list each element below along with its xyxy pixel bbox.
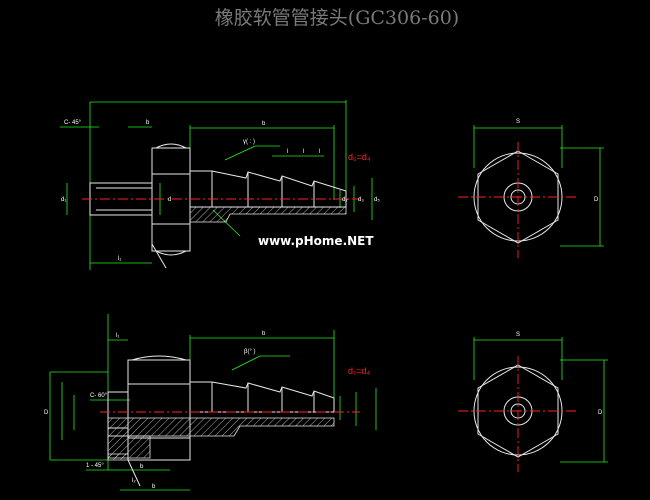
l-label-a: l (287, 149, 288, 155)
bottom-D-label: D (598, 410, 603, 416)
top-angle-label: γ( : ) (243, 139, 255, 145)
bottom-side-view (49, 314, 377, 491)
d5-label: d₅ (374, 197, 380, 203)
d-label: d (168, 197, 171, 203)
top-end-view (458, 125, 604, 258)
bottom-end-view (458, 337, 608, 472)
b-low2-label: b (152, 484, 156, 490)
b-small-label: b (146, 120, 150, 126)
top-s-label: S (516, 119, 520, 125)
bottom-chamfer-label: C- 60° (90, 393, 108, 399)
top-D-label: D (594, 197, 599, 203)
drawing-title: 橡胶软管管接头(GC306-60) (215, 7, 459, 29)
D1-label: D (44, 410, 49, 416)
bottom-b-label: b (262, 331, 266, 337)
l-label-b: l (303, 149, 304, 155)
top-chamfer-label: C- 45° (64, 120, 82, 126)
bottom-angle-label: β(° ) (244, 349, 256, 355)
bottom-diameter-equality: d₇=d₄ (348, 366, 370, 376)
top-side-view (60, 100, 373, 270)
bottom-l1-label: l₁ (116, 333, 119, 339)
top-diameter-equality: d₆=d₄ (348, 152, 371, 162)
bottom-s-label: S (516, 332, 520, 338)
low-chamfer-label: 1 - 45° (86, 463, 104, 469)
d3-label: d₃ (358, 197, 364, 203)
top-l1-label: l₁ (118, 256, 121, 262)
top-b-label: b (262, 121, 266, 127)
b-low1-label: b (140, 464, 144, 470)
watermark: www.pHome.NET (258, 234, 374, 248)
d2-label: d₂ (342, 197, 348, 203)
d1-label: d₁ (61, 197, 66, 203)
l-label-c: l (319, 149, 320, 155)
l2-label: l₂ (132, 478, 136, 484)
